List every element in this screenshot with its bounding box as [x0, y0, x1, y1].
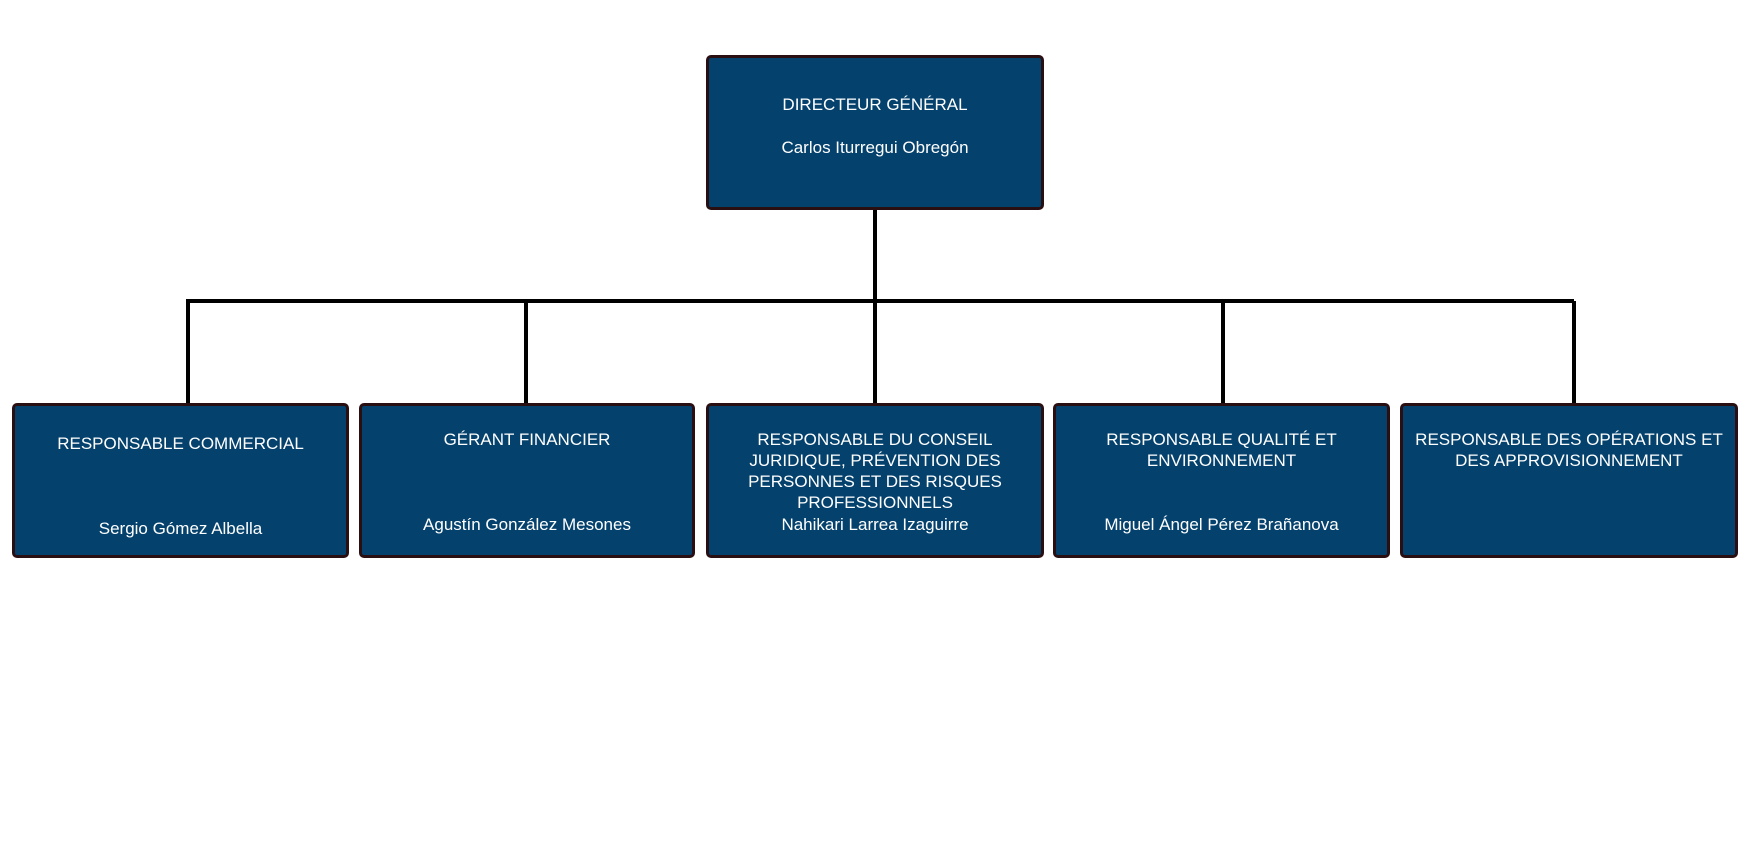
- node-person: Nahikari Larrea Izaguirre: [781, 515, 969, 534]
- node-person: Sergio Gómez Albella: [98, 519, 263, 538]
- node-responsable-commercial: RESPONSABLE COMMERCIAL Sergio Gómez Albe…: [12, 403, 349, 558]
- node-role: RESPONSABLE DU CONSEIL JURIDIQUE, PRÉVEN…: [748, 430, 1002, 512]
- node-role: GÉRANT FINANCIER: [443, 430, 611, 449]
- node-gerant-financier: GÉRANT FINANCIER Agustín González Mesone…: [359, 403, 695, 558]
- node-responsable-qualite: RESPONSABLE QUALITÉ ET ENVIRONNEMENT Mig…: [1053, 403, 1390, 558]
- node-responsable-conseil-juridique: RESPONSABLE DU CONSEIL JURIDIQUE, PRÉVEN…: [706, 403, 1044, 558]
- node-responsable-operations: RESPONSABLE DES OPÉRATIONS ET DES APPROV…: [1400, 403, 1738, 558]
- node-person: Miguel Ángel Pérez Brañanova: [1104, 515, 1339, 534]
- node-role: DIRECTEUR GÉNÉRAL: [782, 95, 968, 114]
- node-person: Carlos Iturregui Obregón: [781, 138, 969, 157]
- node-person: Agustín González Mesones: [423, 515, 631, 534]
- node-role: RESPONSABLE QUALITÉ ET ENVIRONNEMENT: [1106, 430, 1337, 470]
- node-role: RESPONSABLE COMMERCIAL: [57, 434, 304, 453]
- node-role: RESPONSABLE DES OPÉRATIONS ET DES APPROV…: [1415, 430, 1723, 470]
- node-directeur-general: DIRECTEUR GÉNÉRAL Carlos Iturregui Obreg…: [706, 55, 1044, 210]
